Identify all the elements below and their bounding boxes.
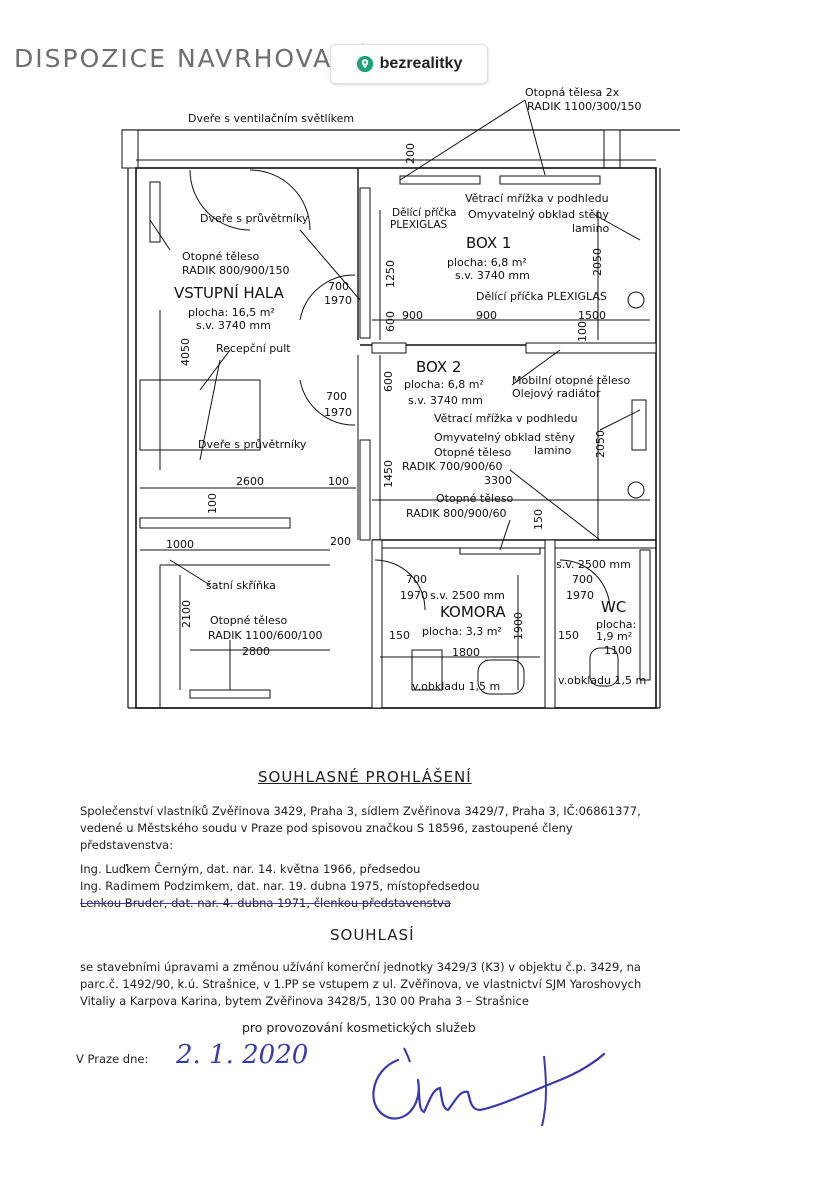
plan-label: 100 (328, 475, 349, 488)
plan-label: PLEXIGLAS (390, 219, 448, 231)
plan-label: 150 (558, 629, 579, 642)
plan-label: v.obkladu 1,5 m (412, 680, 500, 693)
plan-label: RADIK 1100/600/100 (208, 629, 323, 642)
plan-label: šatní skříňka (206, 579, 276, 592)
paragraph-line: představenstva: (80, 838, 174, 852)
plan-label: Olejový radiátor (512, 387, 601, 400)
plan-label: 1800 (452, 646, 480, 659)
plan-labels: Otopná tělesa 2x RADIK 1100/300/150 Dveř… (166, 86, 646, 693)
plan-label: VSTUPNÍ HALA (174, 283, 285, 302)
plan-label: Otopná tělesa 2x (525, 86, 620, 99)
plan-label: lamino (534, 444, 572, 457)
plan-label: 1970 (324, 294, 352, 307)
floor-plan: Otopná tělesa 2x RADIK 1100/300/150 Dveř… (121, 86, 680, 709)
plan-label: 900 (402, 309, 423, 322)
plan-label: 1,9 m² (596, 630, 632, 643)
plan-label: Dveře s průvětrníky (200, 212, 309, 225)
bezrealitky-badge[interactable]: bezrealitky (330, 44, 488, 84)
plan-label: plocha: (596, 618, 636, 631)
paragraph-line: vedené u Městského soudu v Praze pod spi… (80, 821, 573, 835)
plan-label: 200 (330, 535, 351, 548)
plan-label: 2800 (242, 645, 270, 658)
plan-label: s.v. 3740 mm (196, 319, 271, 332)
plan-label: 700 (328, 280, 349, 293)
plan-label: 600 (382, 371, 395, 392)
consent-heading: SOUHLASÍ (330, 926, 415, 944)
signature (372, 1047, 606, 1127)
plan-label: s.v. 2500 mm (556, 558, 631, 571)
plan-label: 1900 (512, 612, 525, 640)
board-member: Ing. Radimem Podzimkem, dat. nar. 19. du… (80, 879, 480, 893)
plan-label: 900 (476, 309, 497, 322)
plan-label: 200 (404, 143, 417, 164)
plan-label: Otopné těleso (434, 446, 512, 459)
paragraph-line: Vitaliy a Karpova Karina, bytem Zvěřinov… (80, 994, 529, 1008)
plan-label: 1250 (384, 260, 397, 288)
plan-label: v.obkladu 1,5 m (558, 674, 646, 687)
plan-label: WC (601, 598, 626, 616)
plan-label: s.v. 2500 mm (430, 589, 505, 602)
plan-label: 4050 (179, 338, 192, 366)
handwritten-date: 2. 1. 2020 (176, 1040, 309, 1070)
plan-label: 100 (206, 493, 219, 514)
plan-label: Dělící příčka (392, 207, 456, 219)
page-title: DISPOZICE NAVRHOVANÁ (14, 44, 373, 73)
plan-label: Otopné těleso (182, 250, 260, 263)
plan-label: s.v. 3740 mm (455, 269, 530, 282)
plan-label: RADIK 800/900/150 (182, 264, 290, 277)
plan-label: RADIK 700/900/60 (402, 460, 503, 473)
brand-label: bezrealitky (379, 55, 463, 72)
paragraph-line: Společenství vlastníků Zvěřinova 3429, P… (80, 804, 641, 818)
board-member-struck: Lenkou Bruder, dat. nar. 4. dubna 1971, … (80, 896, 452, 910)
paragraph-line: se stavebními úpravami a změnou užívání … (80, 960, 641, 974)
plan-label: BOX 2 (416, 358, 461, 376)
plan-label: 600 (384, 311, 397, 332)
plan-label: Otopné těleso (210, 614, 288, 627)
plan-label: plocha: 6,8 m² (447, 256, 527, 269)
plan-label: Omyvatelný obklad stěny (434, 431, 575, 444)
plan-label: 1100 (604, 644, 632, 657)
plan-label: lamino (572, 222, 610, 235)
plan-label: Dělící příčka PLEXIGLAS (476, 290, 607, 303)
plan-label: 1500 (578, 309, 606, 322)
plan-label: Větrací mřížka v podhledu (465, 192, 609, 205)
plan-label: 700 (406, 573, 427, 586)
plan-label: 1000 (166, 538, 194, 551)
place-label: V Praze dne: (76, 1052, 149, 1066)
plan-label: 1970 (400, 589, 428, 602)
plan-label: s.v. 3740 mm (408, 394, 483, 407)
declaration-heading: SOUHLASNÉ PROHLÁŠENÍ (258, 768, 472, 786)
plan-label: 3300 (484, 474, 512, 487)
plan-label: KOMORA (440, 603, 506, 621)
plan-label: 100 (576, 321, 589, 342)
plan-label: BOX 1 (466, 234, 511, 252)
plan-label: 1450 (382, 460, 395, 488)
plan-label: Otopné těleso (436, 492, 514, 505)
plan-label: RADIK 1100/300/150 (527, 100, 642, 113)
plan-label: 150 (532, 509, 545, 530)
plan-label: Recepční pult (216, 342, 291, 355)
purpose-line: pro provozování kosmetických služeb (242, 1020, 476, 1035)
board-member: Ing. Luďkem Černým, dat. nar. 14. května… (80, 862, 421, 876)
plan-label: Omyvatelný obklad stěny (468, 208, 609, 221)
paragraph-line: parc.č. 1492/90, k.ú. Strašnice, v 1.PP … (80, 977, 642, 991)
plan-label: 1970 (324, 406, 352, 419)
plan-label: plocha: 3,3 m² (422, 625, 502, 638)
plan-label: 700 (572, 573, 593, 586)
plan-label: Dveře s průvětrníky (198, 438, 307, 451)
plan-label: plocha: 6,8 m² (404, 378, 484, 391)
plan-label: RADIK 800/900/60 (406, 507, 507, 520)
plan-label: 150 (389, 629, 410, 642)
plan-label: Dveře s ventilačním světlíkem (188, 112, 354, 125)
map-pin-icon (356, 55, 373, 73)
plan-label: Mobilní otopné těleso (512, 374, 630, 387)
plan-label: 2050 (591, 248, 604, 276)
plan-label: Větrací mřížka v podhledu (434, 412, 578, 425)
plan-label: 2100 (180, 600, 193, 628)
plan-label: plocha: 16,5 m² (188, 306, 275, 319)
plan-label: 700 (326, 390, 347, 403)
plan-label: 2050 (594, 430, 607, 458)
plan-label: 1970 (566, 589, 594, 602)
plan-label: 2600 (236, 475, 264, 488)
